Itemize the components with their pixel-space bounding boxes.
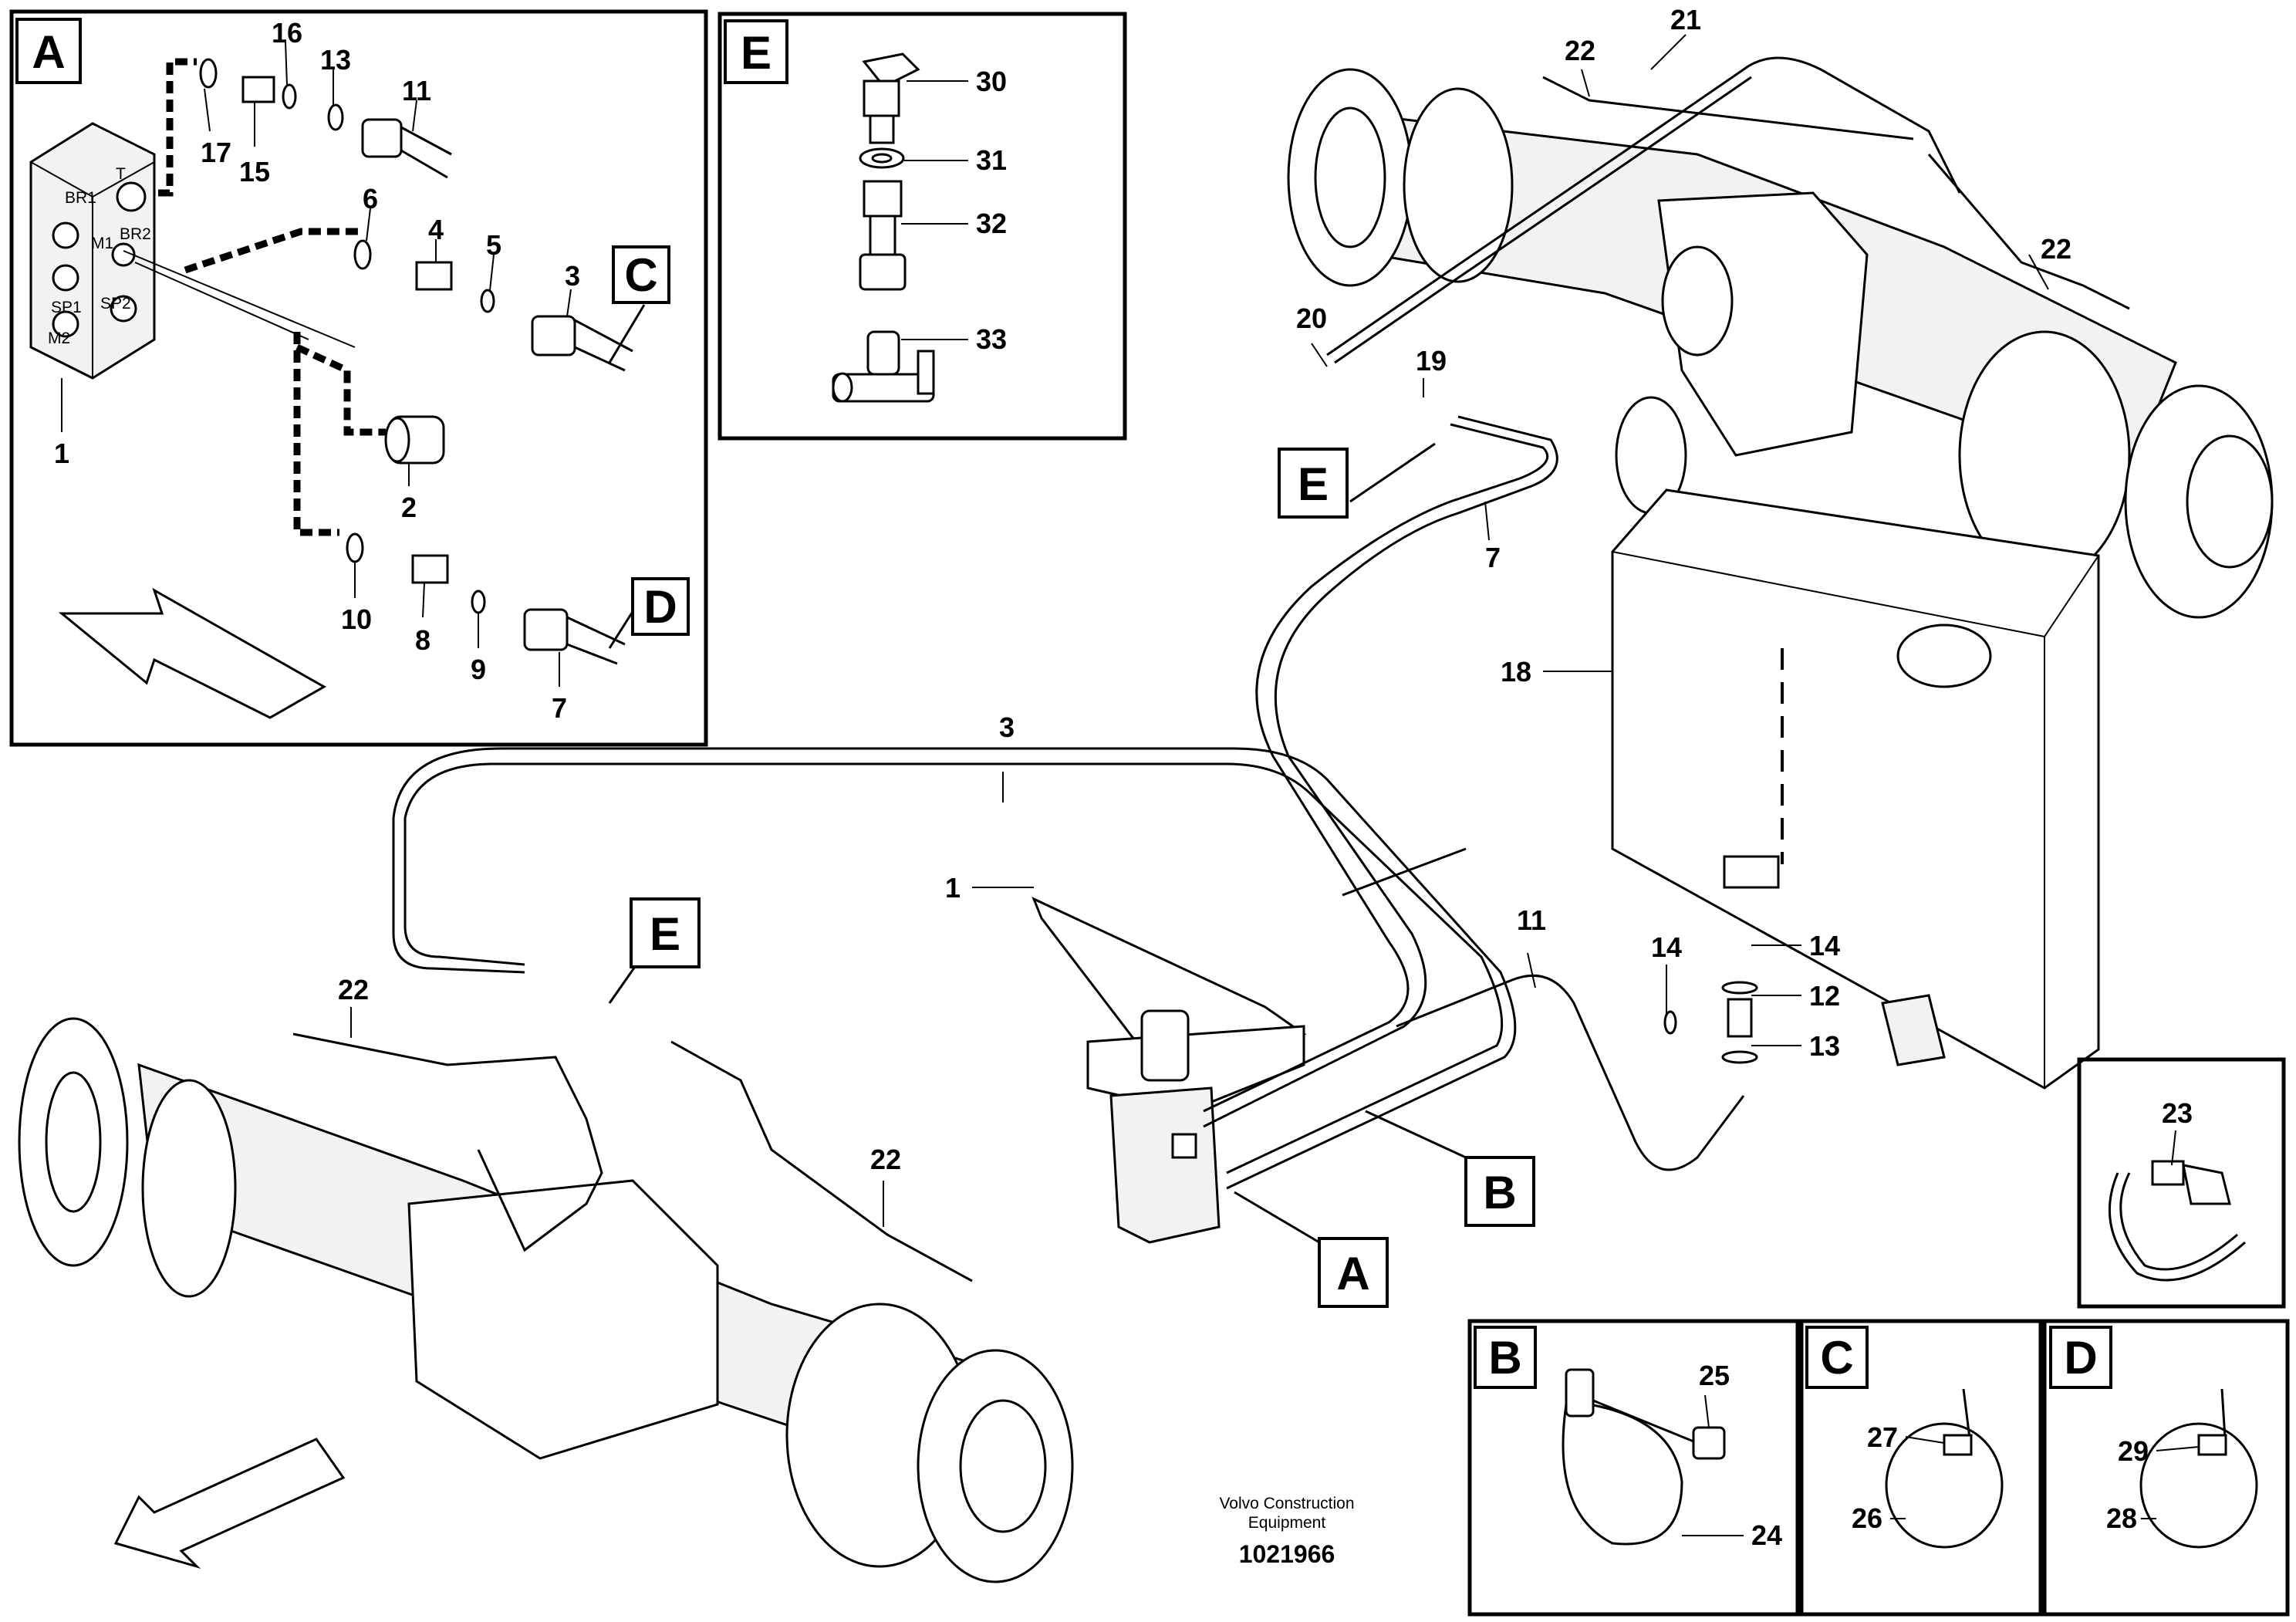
port-sp2: SP2 [100, 295, 131, 313]
main-label-1: 1 [945, 872, 961, 904]
main-direction-arrow [113, 1438, 346, 1570]
footer-line2: Equipment [1248, 1514, 1326, 1532]
front-axle [18, 1017, 1074, 1583]
drawing-id: 1021966 [1239, 1540, 1335, 1568]
port-br2: BR2 [120, 225, 151, 243]
label-2: 2 [401, 492, 417, 523]
label-25: 25 [1699, 1360, 1730, 1391]
main-label-22-bottom: 22 [870, 1144, 901, 1175]
label-7: 7 [552, 692, 567, 724]
label-8: 8 [415, 624, 430, 656]
panel-a: A BR1 T M1 BR2 SP1 SP2 M2 [9, 9, 708, 747]
main-assembly: 22 21 22 20 19 7 18 3 1 11 14 14 12 13 2… [18, 4, 2274, 1583]
label-24: 24 [1751, 1519, 1782, 1551]
label-15: 15 [239, 156, 270, 188]
panel-clamp-23: 23 [2077, 1057, 2286, 1309]
panel-b-letter: B [1488, 1332, 1521, 1384]
panel-a-direction-arrow [58, 587, 327, 719]
port-sp1: SP1 [51, 299, 82, 316]
main-label-19: 19 [1416, 345, 1447, 377]
label-1: 1 [54, 438, 69, 469]
tank [1611, 488, 2100, 1090]
port-m2: M2 [48, 329, 70, 347]
main-callout-e-upper: E [1298, 458, 1329, 510]
label-28: 28 [2106, 1502, 2137, 1534]
panel-a-ref-c: C [624, 249, 657, 301]
label-16: 16 [272, 17, 302, 49]
label-11: 11 [402, 75, 431, 106]
label-29: 29 [2118, 1435, 2149, 1467]
footer: Volvo Construction Equipment 1021966 [1219, 1495, 1354, 1568]
panel-d: D 29 28 [2042, 1319, 2290, 1617]
brake-pedal-valve [1032, 897, 1307, 1244]
label-17: 17 [201, 137, 231, 168]
label-31: 31 [976, 144, 1007, 176]
main-label-22-right: 22 [2041, 233, 2071, 265]
main-label-14-a: 14 [1809, 930, 1840, 961]
label-27: 27 [1867, 1421, 1898, 1453]
footer-line1: Volvo Construction [1219, 1495, 1354, 1512]
panel-a-letter: A [32, 26, 65, 78]
label-6: 6 [363, 183, 378, 215]
main-callout-a: A [1336, 1248, 1369, 1299]
main-callout-e-lower: E [650, 908, 680, 960]
main-label-12: 12 [1809, 980, 1840, 1012]
panel-a-ref-d: D [643, 581, 677, 633]
panel-c: C 27 26 [1799, 1319, 2043, 1617]
port-br1: BR1 [65, 189, 96, 207]
panel-e-letter: E [741, 27, 772, 79]
label-5: 5 [486, 229, 501, 261]
main-label-21: 21 [1670, 4, 1701, 35]
label-4: 4 [428, 214, 444, 245]
main-label-20: 20 [1296, 302, 1327, 334]
panel-e: E 30 31 32 33 [718, 12, 1127, 441]
label-13: 13 [320, 44, 351, 76]
label-3: 3 [565, 260, 580, 292]
main-label-11: 11 [1517, 904, 1546, 936]
panel-d-letter: D [2064, 1332, 2097, 1384]
rear-axle [1287, 68, 2274, 619]
label-33: 33 [976, 323, 1007, 355]
label-32: 32 [976, 208, 1007, 239]
port-m1: M1 [91, 235, 113, 252]
panel-b: B 25 24 [1467, 1319, 1800, 1617]
label-23: 23 [2162, 1097, 2193, 1129]
main-label-13: 13 [1809, 1030, 1840, 1062]
label-26: 26 [1852, 1502, 1882, 1534]
port-t: T [116, 165, 126, 183]
label-9: 9 [471, 654, 486, 685]
main-label-3: 3 [999, 711, 1015, 743]
main-label-18: 18 [1501, 656, 1531, 688]
main-label-22-left: 22 [338, 974, 369, 1005]
label-10: 10 [341, 603, 372, 635]
main-callout-b: B [1483, 1167, 1516, 1218]
panel-c-letter: C [1820, 1332, 1853, 1384]
main-label-14-b: 14 [1651, 931, 1682, 963]
main-label-7: 7 [1485, 542, 1501, 573]
main-label-22-top: 22 [1565, 35, 1595, 66]
label-30: 30 [976, 66, 1007, 97]
